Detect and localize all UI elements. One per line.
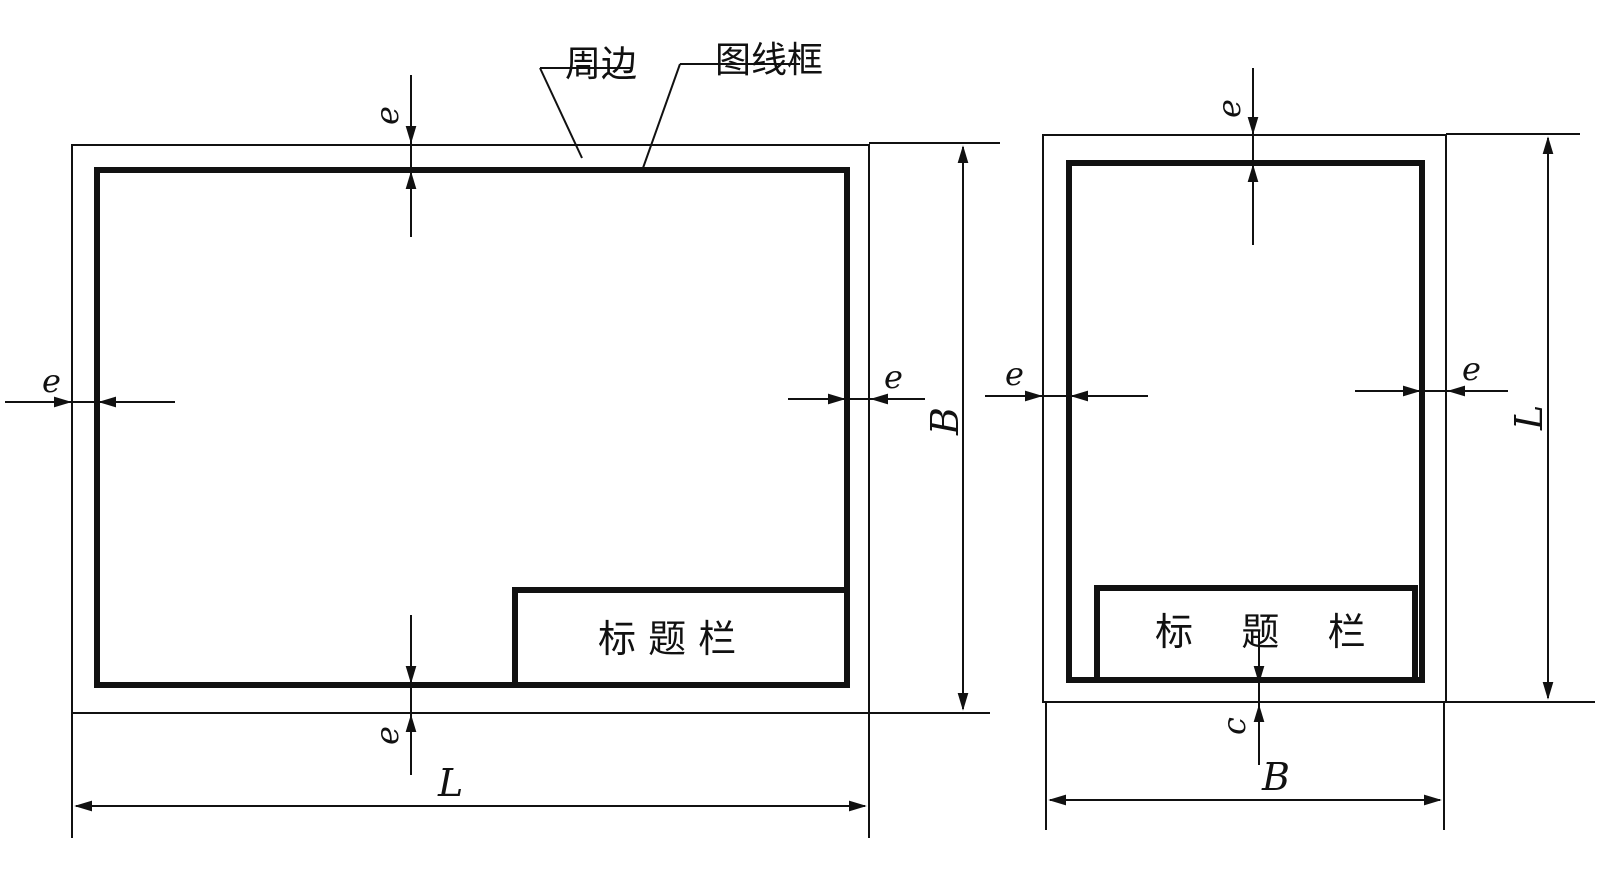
portrait-label-B: B — [1261, 755, 1290, 799]
portrait-format — [985, 68, 1595, 830]
landscape-paper-edge — [71, 144, 870, 714]
landscape-label-e-bottom: e — [368, 726, 406, 745]
portrait-label-c-bottom: c — [1215, 717, 1253, 735]
landscape-label-e-left: e — [42, 362, 61, 400]
portrait-drawing-frame — [1066, 160, 1425, 683]
landscape-title-block-label: 标 题 栏 — [598, 617, 736, 661]
landscape-title-block — [512, 587, 850, 688]
label-border-edge: 周边 — [565, 44, 637, 85]
landscape-label-B: B — [923, 407, 967, 436]
portrait-label-e-top: e — [1210, 99, 1248, 118]
landscape-label-L: L — [437, 761, 463, 805]
portrait-label-L: L — [1507, 405, 1551, 431]
landscape-label-e-right: e — [884, 358, 903, 396]
landscape-drawing-frame — [94, 167, 850, 688]
landscape-label-e-top: e — [368, 106, 406, 125]
portrait-paper-edge — [1042, 134, 1447, 703]
landscape-format — [5, 63, 1000, 838]
portrait-label-e-right: e — [1462, 350, 1481, 388]
portrait-title-block-label: 标 题 栏 — [1155, 610, 1366, 654]
portrait-label-e-left: e — [1005, 355, 1024, 393]
label-drawing-frame: 图线框 — [715, 40, 823, 81]
